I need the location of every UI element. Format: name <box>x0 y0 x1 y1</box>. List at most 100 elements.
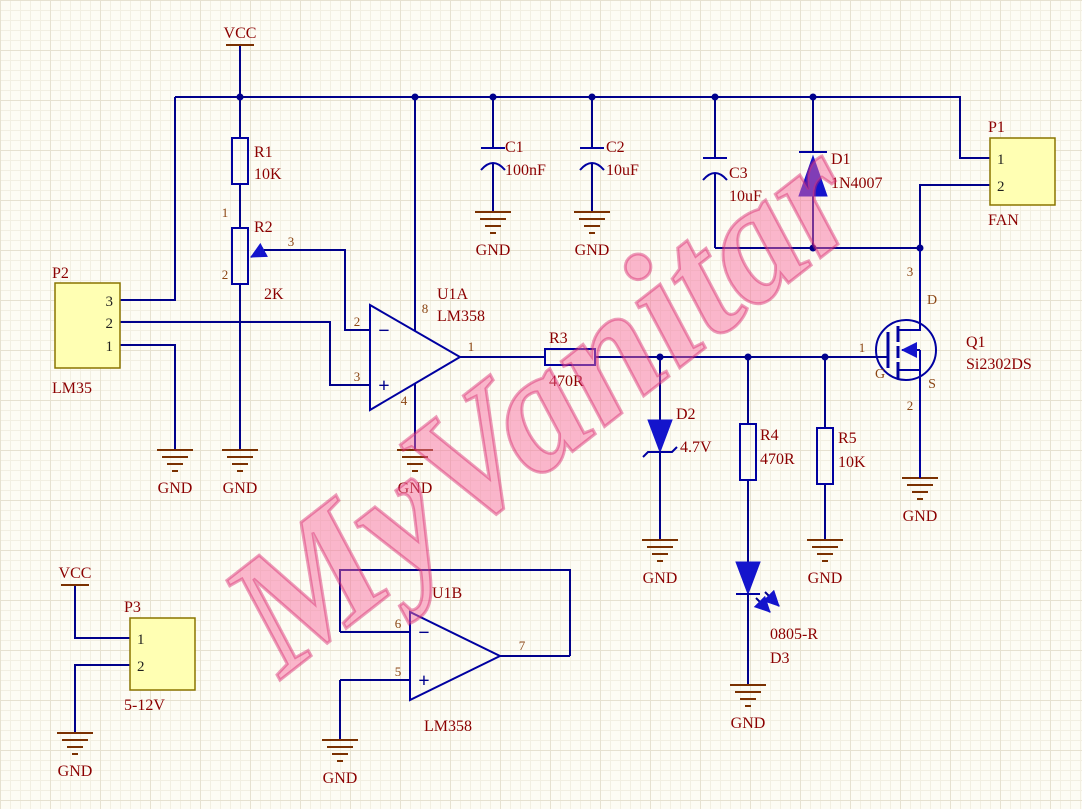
p1-pin1: 1 <box>997 152 1005 168</box>
drain-lead <box>898 248 921 331</box>
u1b-designator: U1B <box>432 585 462 602</box>
power-symbols: VCC VCC GND GND GND GND GND GND GND GND … <box>57 25 938 787</box>
inverting-input-sign: − <box>418 622 429 644</box>
gnd-label: GND <box>731 715 766 732</box>
gnd-symbol <box>397 449 433 472</box>
resistor-r5: R5 10K <box>816 427 866 485</box>
gnd-symbol <box>807 539 843 562</box>
resistor-r1: R1 10K <box>231 137 282 185</box>
d1-designator: D1 <box>831 151 851 168</box>
u1b-pin6-number: 6 <box>395 616 402 631</box>
connector-body <box>989 137 1056 206</box>
connector-body <box>129 617 196 691</box>
p2-pin3: 3 <box>106 294 114 310</box>
gnd-symbol <box>642 539 678 562</box>
wiper-arrow <box>250 242 268 258</box>
connector-p1: P1 FAN 1 2 <box>988 119 1056 229</box>
q1-designator: Q1 <box>966 334 986 351</box>
led-d3: 0805-R D3 <box>735 561 818 667</box>
capacitor-c3: C3 10uF <box>702 157 762 205</box>
wiring <box>74 45 990 740</box>
u1a-pin2-number: 2 <box>354 314 361 329</box>
u1a-pin3-number: 3 <box>354 369 361 384</box>
gnd-symbol <box>902 477 938 500</box>
resistor-body <box>816 427 834 485</box>
gnd-symbol <box>475 211 511 234</box>
connector-p3: P3 5-12V 1 2 <box>124 599 196 714</box>
gnd-symbol <box>322 739 358 762</box>
gnd-label: GND <box>58 763 93 780</box>
d1-value: 1N4007 <box>831 175 883 192</box>
q1-value: Si2302DS <box>966 356 1032 373</box>
r2-pin3-number: 3 <box>288 234 295 249</box>
wire <box>74 45 990 740</box>
diode-triangle <box>647 419 673 454</box>
p2-pin1: 1 <box>106 339 114 355</box>
junction-dot <box>411 93 419 101</box>
gnd-label: GND <box>398 480 433 497</box>
d2-designator: D2 <box>676 406 696 423</box>
gnd-label: GND <box>323 770 358 787</box>
gnd-symbol <box>574 211 610 234</box>
u1b-pin7-number: 7 <box>519 638 526 653</box>
p1-designator: P1 <box>988 119 1005 136</box>
gnd-label: GND <box>158 480 193 497</box>
mosfet-q1: G D S 1 3 2 Q1 Si2302DS <box>859 248 1032 478</box>
resistor-body <box>739 423 757 481</box>
c2-designator: C2 <box>606 139 625 156</box>
gnd-symbol <box>222 449 258 472</box>
junction-dots <box>236 93 924 361</box>
zener-cathode-bar <box>642 446 678 458</box>
potentiometer-r2: R2 2K 1 2 3 <box>222 205 295 303</box>
resistor-body <box>231 137 249 185</box>
connector-p2: P2 LM35 3 2 1 <box>52 265 121 397</box>
vcc-label: VCC <box>224 25 257 42</box>
resistor-r4: R4 470R <box>739 423 795 481</box>
q1-source-pin-number: 2 <box>907 398 914 413</box>
c2-value: 10uF <box>606 162 639 179</box>
c1-value: 100nF <box>505 162 546 179</box>
d3-designator: D3 <box>770 650 790 667</box>
r1-value: 10K <box>254 166 282 183</box>
junction-dot <box>744 353 752 361</box>
capacitor-curved-plate <box>702 172 728 181</box>
gnd-label: GND <box>903 508 938 525</box>
transistor-circle <box>875 319 937 381</box>
junction-dot <box>821 353 829 361</box>
gnd-label: GND <box>643 570 678 587</box>
r4-value: 470R <box>760 451 795 468</box>
gnd-symbol <box>157 449 193 472</box>
p3-designator: P3 <box>124 599 141 616</box>
resistor-r3: R3 470R <box>544 330 596 390</box>
p2-pin2: 2 <box>106 316 114 332</box>
resistor-body <box>544 348 596 366</box>
u1a-pin1-number: 1 <box>468 339 475 354</box>
p3-pin1: 1 <box>137 632 145 648</box>
u1a-designator: U1A <box>437 286 469 303</box>
capacitor-curved-plate <box>480 162 506 171</box>
r3-value: 470R <box>549 373 584 390</box>
connector-body <box>54 282 121 369</box>
u1b-pin5-number: 5 <box>395 664 402 679</box>
junction-dot <box>711 93 719 101</box>
source-letter: S <box>928 377 936 392</box>
noninverting-input-sign: + <box>378 375 389 397</box>
gnd-label: GND <box>808 570 843 587</box>
capacitor-c2: C2 10uF <box>579 139 639 179</box>
junction-dot <box>489 93 497 101</box>
gate-letter: G <box>875 367 885 382</box>
p2-designator: P2 <box>52 265 69 282</box>
inverting-input-sign: − <box>378 320 389 342</box>
q1-drain-pin-number: 3 <box>907 264 914 279</box>
led-emission-arrow <box>753 595 771 613</box>
junction-dot <box>809 244 817 252</box>
drain-letter: D <box>927 293 937 308</box>
p3-pin2: 2 <box>137 659 145 675</box>
potentiometer-body <box>231 227 249 285</box>
d2-value: 4.7V <box>680 439 712 456</box>
opamp-triangle <box>409 610 503 702</box>
junction-dot <box>656 353 664 361</box>
led-triangle <box>735 561 761 596</box>
zener-diode-d2: D2 4.7V <box>642 406 712 458</box>
